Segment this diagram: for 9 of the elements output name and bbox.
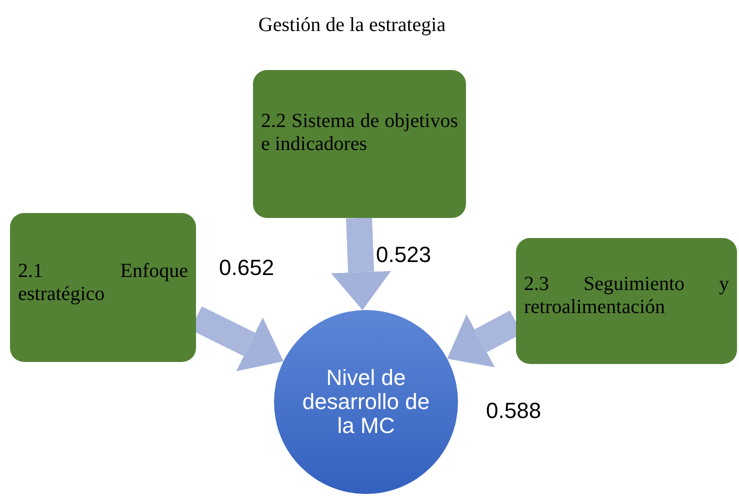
block-arrow [331, 218, 392, 310]
node-text: 2.2 Sistema de objetivos e indicadores [261, 110, 458, 156]
factor-box [253, 70, 466, 218]
node-text: Nivel de desarrollo de la MC [301, 366, 431, 438]
factor-box [10, 213, 196, 362]
node-text: 2.1 Enfoque estratégico [18, 260, 188, 306]
diagram-title: Gestión de la estrategia [257, 14, 447, 37]
node-text: 2.3 Seguimiento y retroalimentación [524, 273, 729, 319]
factor-box [516, 238, 737, 364]
